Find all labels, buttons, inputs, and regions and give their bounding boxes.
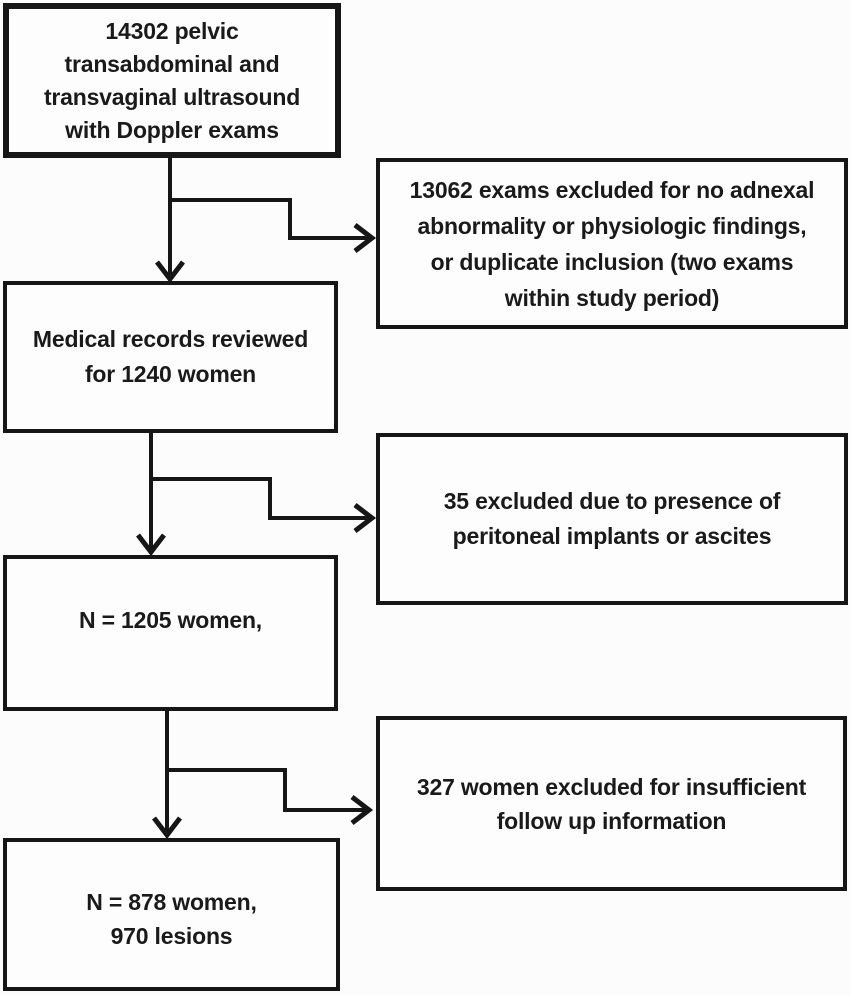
- node-women-878: N = 878 women, 970 lesions: [3, 838, 340, 991]
- node-women-1205: N = 1205 women,: [3, 555, 338, 711]
- arrow-records-to-1205: [136, 433, 166, 557]
- arrow-1205-to-excluded-followup: [167, 768, 374, 825]
- node-records-reviewed: Medical records reviewed for 1240 women: [3, 281, 338, 433]
- arrow-exams-to-excluded-exams: [170, 198, 377, 253]
- arrow-exams-to-records: [155, 158, 185, 284]
- node-total-exams: 14302 pelvic transabdominal and transvag…: [3, 3, 341, 158]
- node-excluded-followup: 327 women excluded for insufficient foll…: [376, 716, 847, 891]
- node-excluded-exams: 13062 exams excluded for no adnexal abno…: [376, 158, 848, 329]
- arrow-1205-to-878: [152, 711, 182, 840]
- arrow-records-to-excluded-implants: [151, 477, 377, 533]
- node-excluded-implants: 35 excluded due to presence of peritonea…: [376, 433, 848, 605]
